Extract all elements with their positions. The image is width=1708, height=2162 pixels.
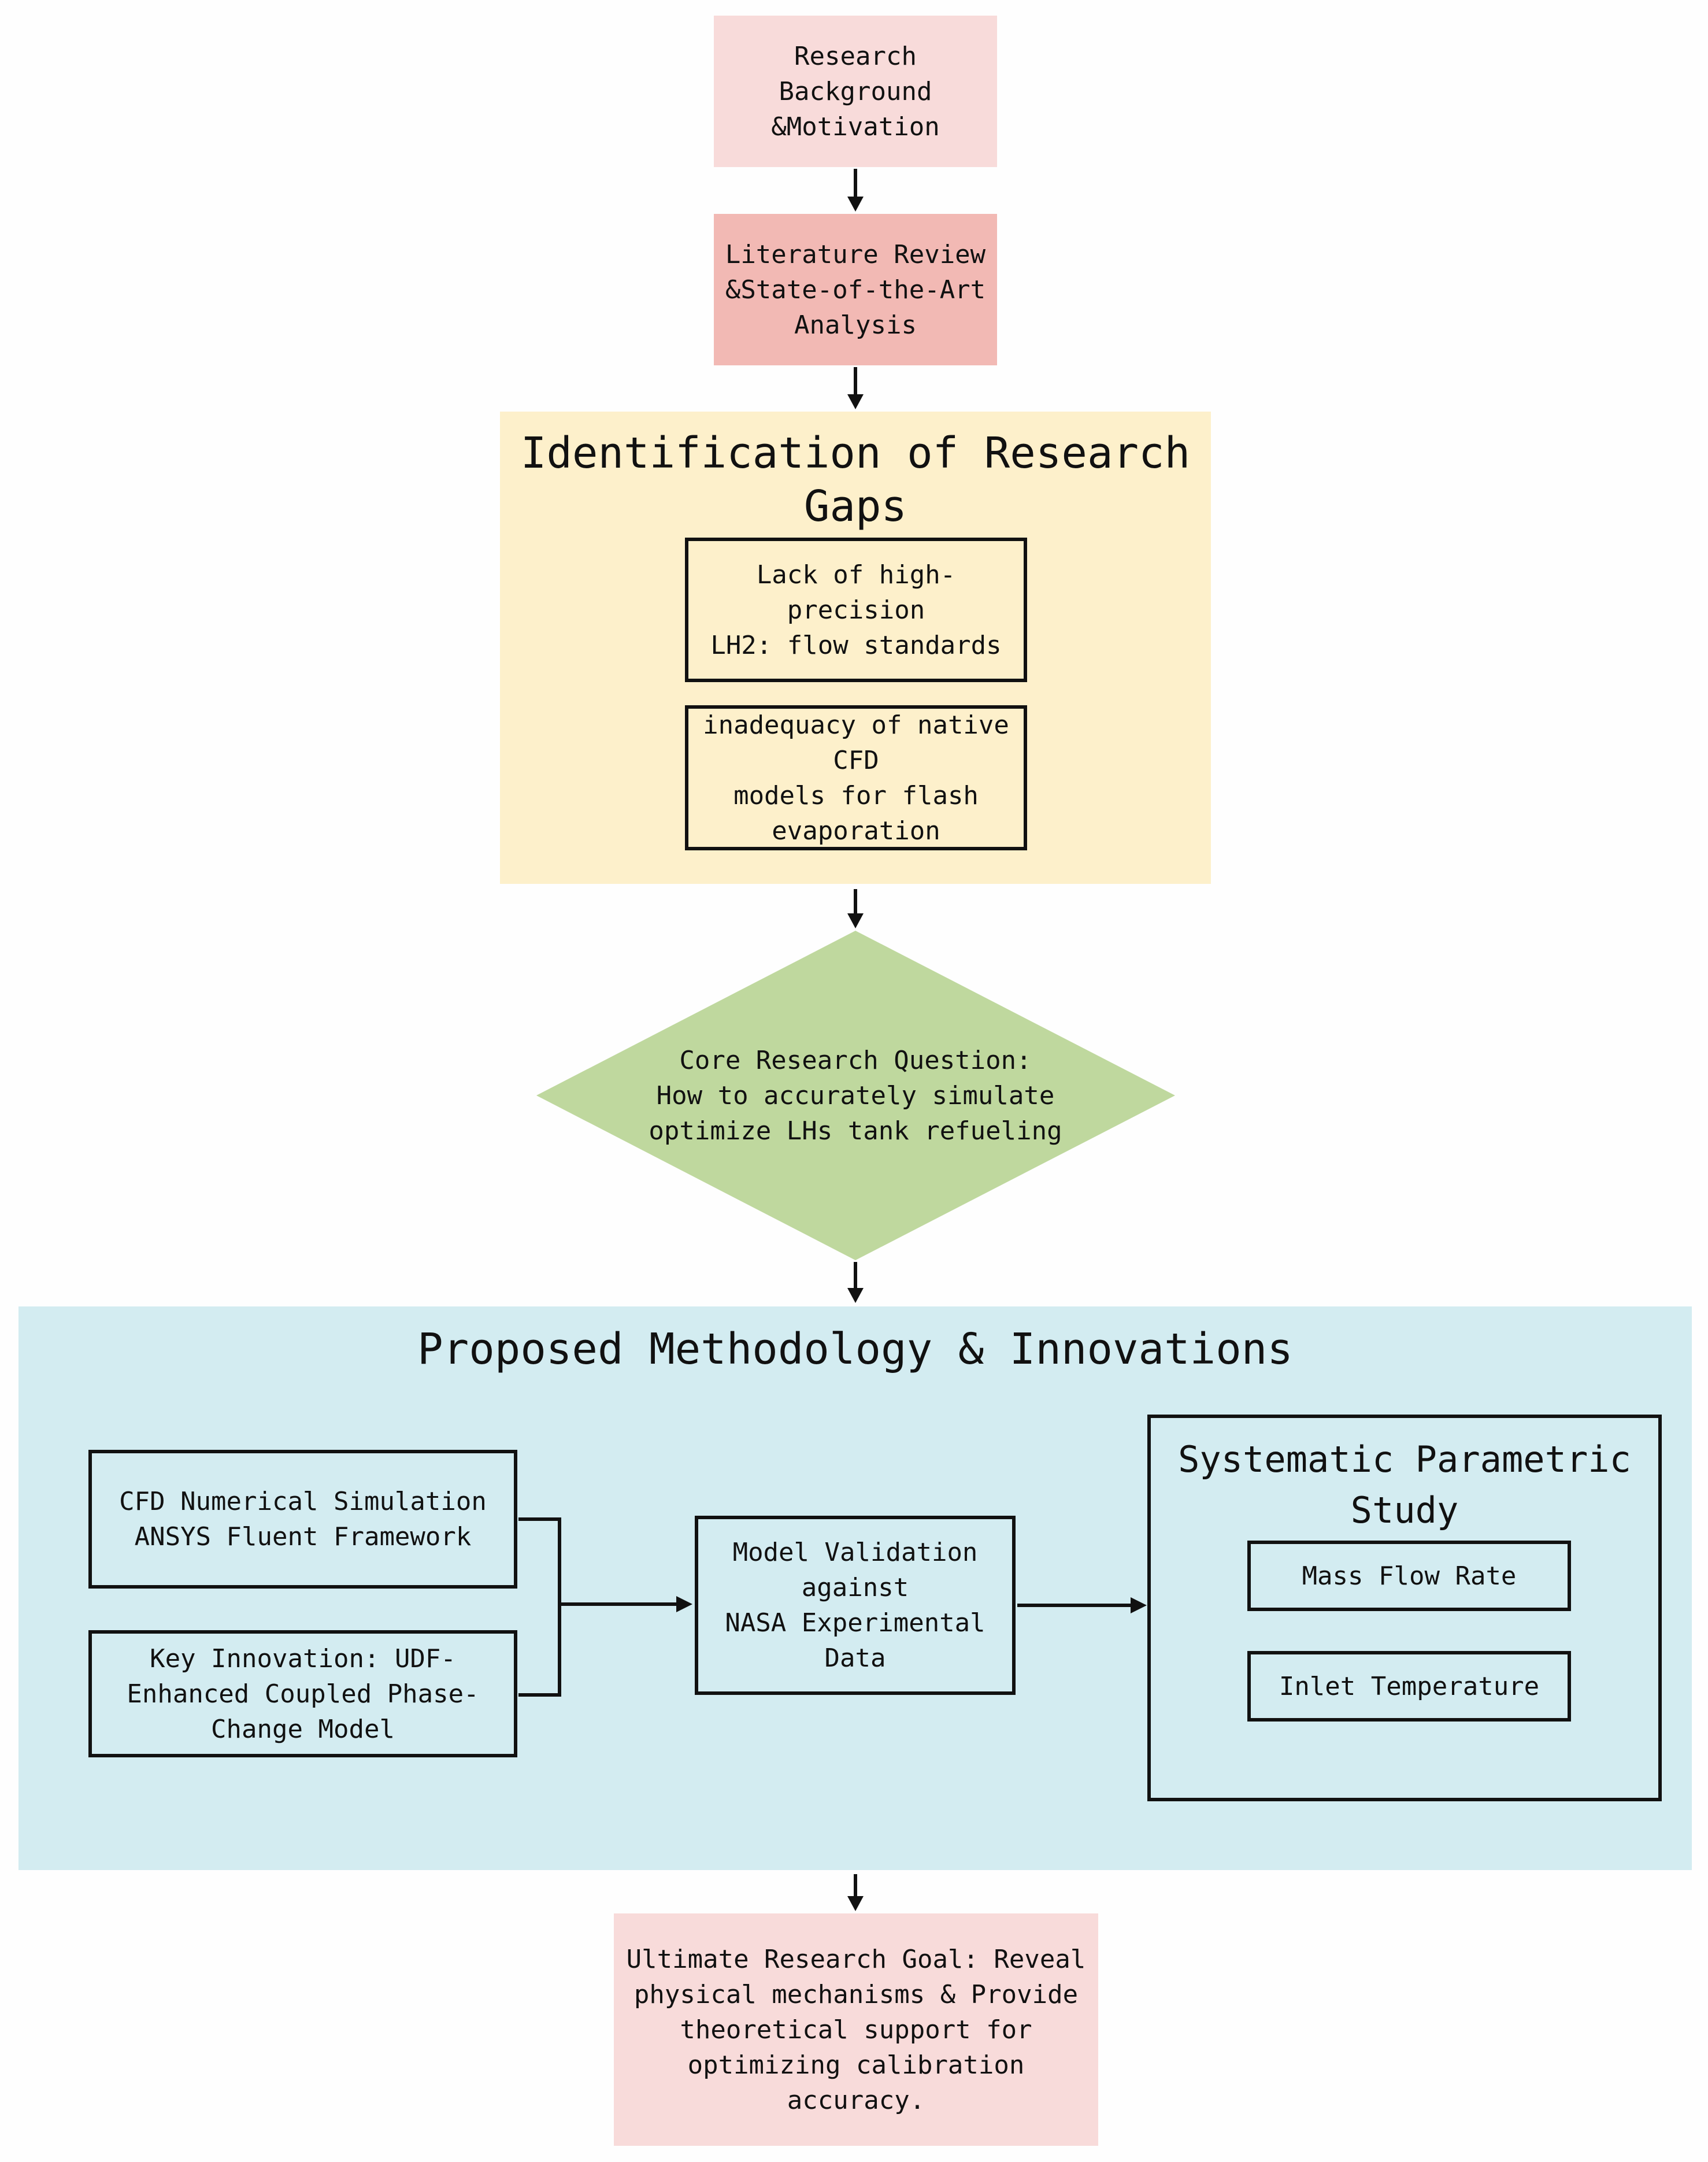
goal-text-line: theoretical support for [680,2015,1032,2045]
node-text-line: Background [779,76,932,106]
methodology-panel: Proposed Methodology & Innovations CFD N… [18,1306,1692,1870]
validation-text-line: Model Validation [732,1538,978,1567]
research-gaps-panel: Identification of Research Gaps Lack of … [500,412,1211,884]
title-line: Systematic Parametric [1178,1438,1631,1480]
gap-text-line: CFD [833,745,879,775]
gap-text-line: Lack of high- [756,560,956,590]
arrowhead [1131,1597,1147,1613]
connector-cfd-bracket [518,1517,561,1697]
gap-text-line: precision [787,595,925,625]
goal-text-line: optimizing calibration [687,2050,1025,2080]
gap-text-line: models for flash [733,780,979,810]
gap-text-line: evaporation [772,816,940,846]
question-line: Core Research Question: [679,1045,1032,1075]
core-question-diamond [536,931,1175,1260]
gap-item-flow-standards: Lack of high- precision LH2: flow standa… [685,538,1027,682]
arrowhead [847,1288,864,1303]
node-literature-review: Literature Review &State-of-the-Art Anal… [714,214,997,365]
title-line: Study [1350,1489,1459,1531]
arrowhead [847,1896,864,1911]
goal-text-line: physical mechanisms & Provide [633,1979,1079,2009]
validation-text-line: Data [824,1643,886,1673]
node-text-line: &State-of-the-Art [725,275,986,305]
goal-text-line: accuracy. [787,2085,925,2115]
gap-text-line: inadequacy of native [703,710,1009,740]
methodology-title: Proposed Methodology & Innovations [417,1324,1293,1374]
innovation-text-line: Key Innovation: UDF- [150,1643,456,1674]
arrowhead [847,913,864,928]
param-item-inlet-temperature: Inlet Temperature [1247,1651,1571,1722]
arrowhead [676,1596,692,1612]
cfd-text-line: ANSYS Fluent Framework [134,1522,472,1552]
title-line: Gaps [803,482,907,531]
cfd-simulation-box: CFD Numerical Simulation ANSYS Fluent Fr… [88,1450,517,1589]
node-research-background: Research Background &Motivation [714,16,997,167]
cfd-text-line: CFD Numerical Simulation [119,1487,487,1516]
parametric-study-title: Systematic Parametric Study [1151,1434,1658,1536]
question-line: How to accurately simulate [656,1080,1055,1110]
goal-text-line: Ultimate Research Goal: Reveal [626,1944,1086,1974]
question-line: optimize LHs tank refueling [649,1116,1062,1146]
core-question-text: Core Research Question: How to accuratel… [624,1035,1087,1156]
title-line: Identification of Research [520,428,1191,478]
innovation-text-line: Enhanced Coupled Phase- [127,1679,479,1709]
parametric-study-box: Systematic Parametric Study Mass Flow Ra… [1147,1415,1662,1801]
arrowhead [847,197,864,212]
innovation-text-line: Change Model [211,1714,395,1744]
model-validation-box: Model Validation against NASA Experiment… [695,1516,1016,1695]
gap-item-cfd-models: inadequacy of native CFD models for flas… [685,705,1027,850]
node-text-line: Literature Review [725,239,986,269]
ultimate-goal-node: Ultimate Research Goal: Reveal physical … [614,1913,1098,2146]
validation-text-line: against [801,1573,909,1602]
research-gaps-title: Identification of Research Gaps [500,427,1211,533]
gap-text-line: LH2: flow standards [710,630,1002,660]
arrowhead [847,394,864,409]
param-item-mass-flow-rate: Mass Flow Rate [1247,1541,1571,1611]
key-innovation-box: Key Innovation: UDF- Enhanced Coupled Ph… [88,1630,517,1757]
node-text-line: Analysis [794,310,917,340]
validation-text-line: NASA Experimental [725,1608,985,1638]
node-text-line: Research [794,41,917,71]
node-text-line: &Motivation [771,112,940,142]
